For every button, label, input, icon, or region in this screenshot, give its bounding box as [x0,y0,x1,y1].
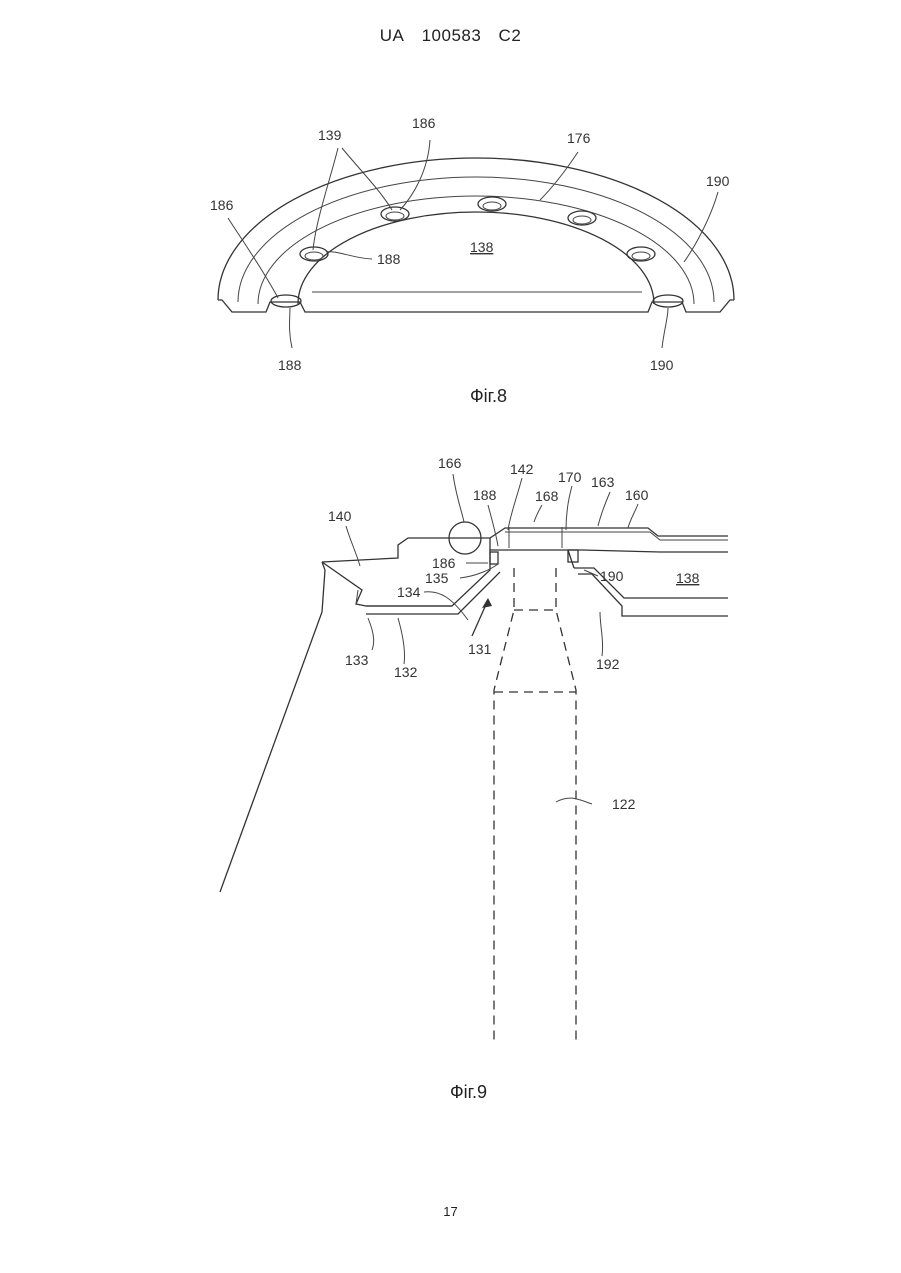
label-188: 188 [473,487,497,503]
page-number: 17 [0,1204,901,1219]
label-134: 134 [397,584,421,600]
label-133: 133 [345,652,369,668]
label-138: 138 [676,570,700,586]
label-122: 122 [612,796,636,812]
label-192: 192 [596,656,620,672]
figure-9-caption: Фіг.9 [450,1082,487,1103]
label-160: 160 [625,487,649,503]
label-142: 142 [510,461,534,477]
label-132: 132 [394,664,418,680]
label-170: 170 [558,469,582,485]
label-135: 135 [425,570,449,586]
label-166: 166 [438,455,462,471]
label-140: 140 [328,508,352,524]
label-131: 131 [468,641,492,657]
label-163: 163 [591,474,615,490]
label-190: 190 [600,568,624,584]
label-186: 186 [432,555,456,571]
label-168: 168 [535,488,559,504]
